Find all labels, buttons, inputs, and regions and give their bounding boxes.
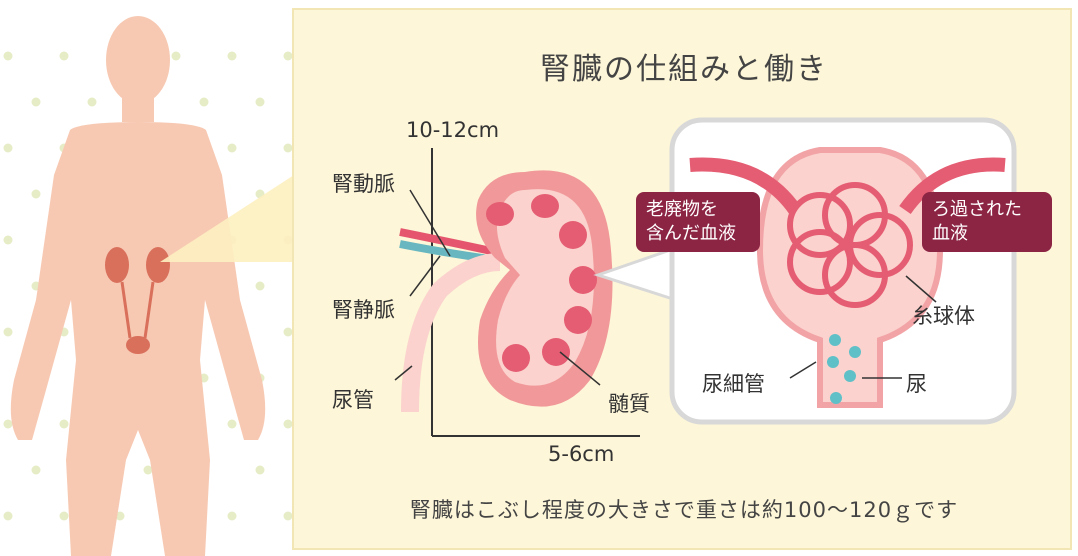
leader-lines	[394, 189, 937, 386]
background-dot	[3, 511, 13, 521]
nephron	[689, 147, 1006, 408]
background-dot	[3, 327, 13, 337]
background-dot	[59, 511, 69, 521]
background-dot	[59, 419, 69, 429]
glomerulus-label: 糸球体	[912, 304, 975, 328]
renal-tubule-label: 尿細管	[702, 372, 765, 396]
filtered-blood-tag: ろ過された 血液	[922, 192, 1052, 252]
background-dot	[283, 327, 293, 337]
background-dot	[31, 97, 41, 107]
background-dot	[227, 143, 237, 153]
length-dimension-label: 10-12cm	[406, 118, 500, 142]
background-dot	[227, 511, 237, 521]
renal-artery-label: 腎動脈	[332, 172, 395, 196]
waste-blood-tag: 老廃物を 含んだ血液	[636, 192, 760, 252]
page-title: 腎臓の仕組みと働き	[540, 52, 828, 87]
background-dot	[283, 419, 293, 429]
background-dot	[87, 97, 97, 107]
background-dot	[3, 419, 13, 429]
background-dot	[3, 51, 13, 61]
background-dot	[283, 51, 293, 61]
background-dot	[3, 235, 13, 245]
width-dimension-label: 5-6cm	[548, 442, 615, 466]
urine-dots	[827, 334, 861, 404]
medulla-label: 髄質	[608, 392, 650, 416]
background-dot	[255, 281, 265, 291]
background-dot	[59, 51, 69, 61]
background-dot	[199, 97, 209, 107]
glomerulus-capillaries	[787, 182, 913, 308]
caption: 腎臓はこぶし程度の大きさで重さは約100～120ｇです	[409, 498, 959, 522]
body-kidneys	[105, 247, 170, 354]
background-dot	[31, 189, 41, 199]
background-dot	[255, 465, 265, 475]
background-dot	[255, 97, 265, 107]
background-dot	[3, 143, 13, 153]
background-dot	[283, 143, 293, 153]
background-dot	[283, 511, 293, 521]
background-dot	[171, 51, 181, 61]
renal-vein-label: 腎静脈	[332, 298, 395, 322]
urine-label: 尿	[906, 372, 927, 396]
background-dot	[143, 465, 153, 475]
background-dot	[227, 51, 237, 61]
ureter-label: 尿管	[332, 388, 374, 412]
kidney-cross-section	[476, 170, 613, 407]
callout-beam	[160, 175, 294, 262]
background-dot	[227, 419, 237, 429]
background-dot	[31, 465, 41, 475]
background-dot	[115, 511, 125, 521]
